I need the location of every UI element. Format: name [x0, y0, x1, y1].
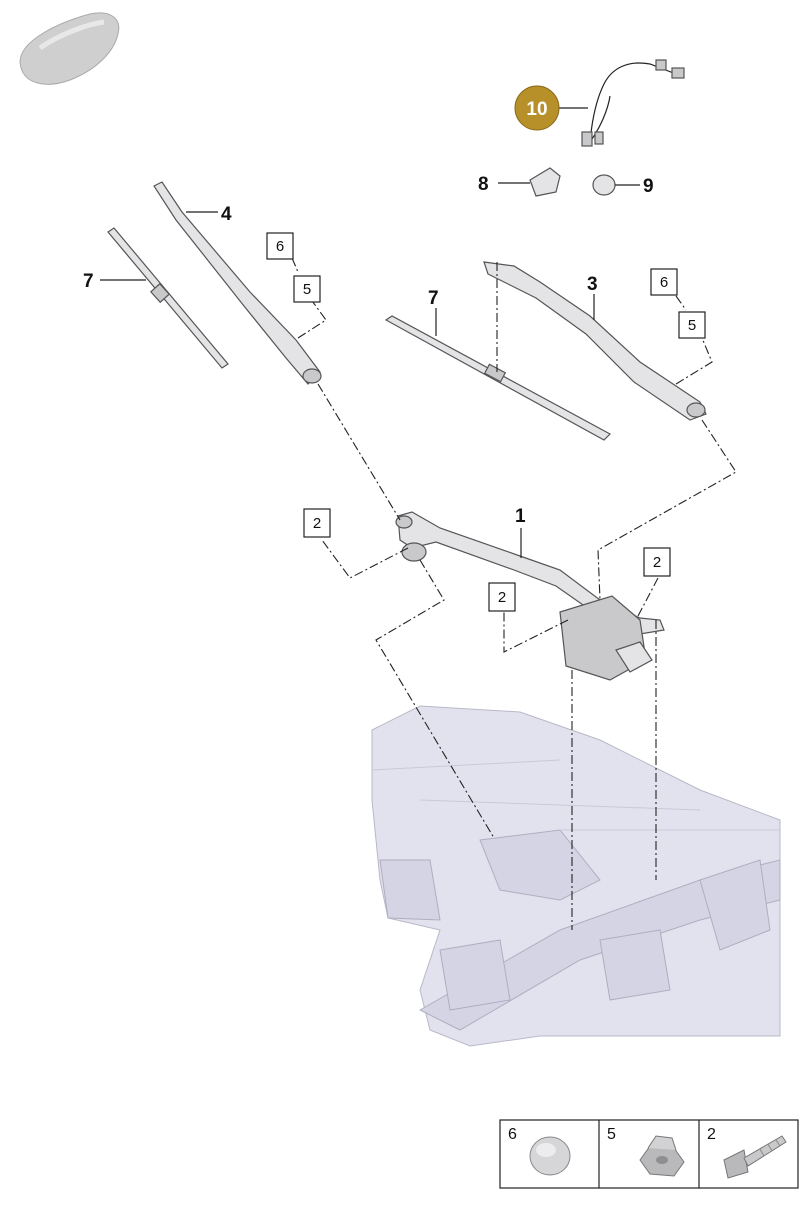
part-number-10: 10 — [526, 99, 547, 120]
wiring-harness[interactable]: 10 — [514, 59, 685, 147]
cover-cap[interactable]: 9 — [592, 174, 654, 197]
svg-text:2: 2 — [653, 554, 661, 571]
wiper-linkage-motor[interactable]: 1 — [395, 506, 665, 681]
svg-text:6: 6 — [276, 238, 284, 255]
legend-number-2: 2 — [707, 1126, 716, 1143]
svg-text:5: 5 — [303, 281, 311, 298]
legend-item-2[interactable]: 2 — [707, 1126, 787, 1179]
wiper-blade-right[interactable]: 7 — [384, 288, 611, 441]
bolt-icon — [723, 1135, 787, 1179]
vehicle-body-structure — [371, 705, 781, 1047]
part-number-1: 1 — [515, 506, 526, 527]
box-ref-5-left: 5 — [293, 275, 321, 303]
fastener-legend: 6 5 2 — [499, 1119, 799, 1189]
box-ref-2-left: 2 — [303, 508, 331, 538]
part-number-8: 8 — [478, 174, 489, 195]
cap-icon — [529, 1136, 571, 1176]
svg-text:2: 2 — [313, 515, 321, 532]
part-number-9: 9 — [643, 176, 654, 197]
part-number-7-left: 7 — [83, 271, 94, 292]
legend-item-5[interactable]: 5 — [607, 1126, 685, 1177]
part-number-7-right: 7 — [428, 288, 439, 309]
car-thumbnail-icon[interactable] — [19, 12, 120, 85]
wiper-arm-left[interactable]: 4 — [153, 181, 322, 385]
part-number-3: 3 — [587, 274, 598, 295]
box-ref-5-right: 5 — [678, 311, 706, 339]
assembly-lines — [291, 257, 737, 930]
box-ref-6-right: 6 — [650, 268, 678, 296]
hex-nut-icon — [639, 1135, 685, 1177]
svg-text:5: 5 — [688, 317, 696, 334]
legend-number-5: 5 — [607, 1126, 616, 1143]
legend-item-6[interactable]: 6 — [508, 1126, 571, 1176]
box-ref-6-left: 6 — [266, 232, 294, 260]
box-ref-2-right: 2 — [643, 547, 671, 577]
legend-number-6: 6 — [508, 1126, 517, 1143]
box-ref-2-mid: 2 — [488, 582, 516, 612]
part-number-4: 4 — [221, 204, 232, 225]
wiper-blade-left[interactable]: 7 — [83, 227, 229, 369]
svg-text:2: 2 — [498, 589, 506, 606]
callout-10 — [514, 85, 560, 131]
washer-nozzle[interactable]: 8 — [478, 167, 561, 197]
svg-text:6: 6 — [660, 274, 668, 291]
wiper-arm-right[interactable]: 3 — [483, 261, 707, 421]
